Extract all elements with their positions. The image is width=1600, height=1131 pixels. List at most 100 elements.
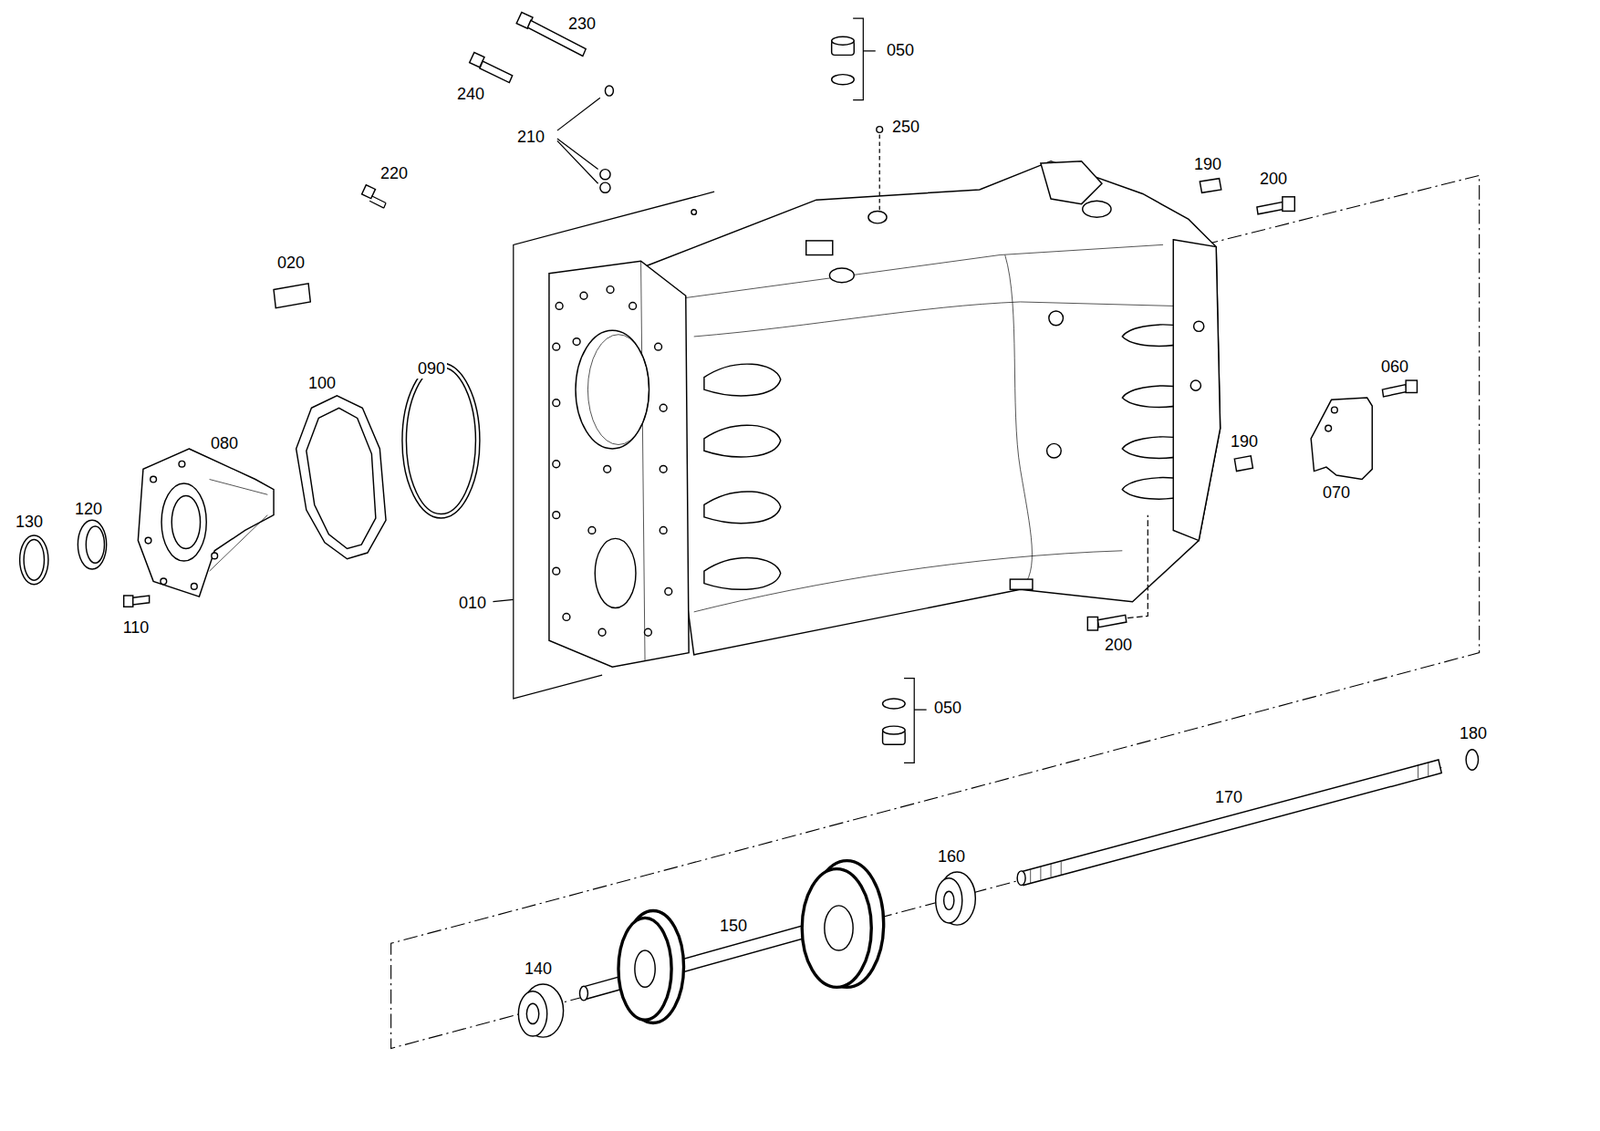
- gearbox-housing: [572, 338, 581, 346]
- shaft-seal: [85, 526, 104, 563]
- countershaft: [634, 950, 655, 988]
- washer-set: [557, 97, 601, 184]
- bolt: [1087, 515, 1148, 631]
- main-shaft: [1020, 759, 1443, 886]
- callout-number: 050: [932, 699, 964, 718]
- gearbox-housing: [552, 399, 561, 407]
- snap-ring: [23, 539, 44, 581]
- main-shaft: [1017, 759, 1442, 886]
- bolt: [369, 196, 386, 208]
- gearbox-housing: [629, 302, 637, 311]
- plug-with-seal: [831, 74, 855, 85]
- washer-set: [600, 182, 611, 193]
- gearbox-housing: [806, 240, 833, 256]
- o-ring: [402, 363, 480, 519]
- gearbox-housing: [1049, 311, 1064, 326]
- gearbox-housing: [588, 527, 596, 535]
- gearbox-housing: [644, 628, 652, 636]
- gearbox-housing: [868, 210, 887, 223]
- o-ring: [402, 363, 480, 519]
- plug-with-seal: [883, 678, 927, 764]
- callout-number: 220: [378, 165, 410, 184]
- gearbox-housing: [549, 260, 689, 667]
- gearbox-housing: [562, 613, 571, 622]
- gearbox-housing: [654, 342, 663, 351]
- gearbox-housing: [1082, 200, 1112, 218]
- shaft-seal: [77, 519, 106, 570]
- countershaft: [618, 917, 672, 1020]
- shaft-seal: [77, 519, 106, 570]
- gearbox-housing: [704, 491, 781, 524]
- cover-plate: [273, 283, 311, 309]
- bearing: [518, 991, 547, 1037]
- bolt: [1097, 614, 1126, 627]
- snap-ring: [20, 535, 49, 585]
- gearbox-housing: [1040, 161, 1102, 205]
- gearbox-housing: [659, 527, 667, 535]
- plug-with-seal: [831, 36, 855, 45]
- callout-number: 200: [1257, 170, 1289, 189]
- dowel-pin: [1234, 456, 1253, 472]
- gearbox-housing: [659, 404, 667, 412]
- callout-number: 190: [1228, 433, 1260, 452]
- gearbox-housing: [552, 460, 561, 468]
- callout-number: 200: [1102, 636, 1134, 655]
- gearbox-housing: [594, 538, 636, 608]
- plug-with-seal: [883, 726, 906, 735]
- sensor-plate: [1331, 406, 1339, 414]
- pin: [876, 126, 884, 134]
- dowel-pin: [1199, 178, 1221, 194]
- callout-number: 210: [515, 128, 547, 147]
- gearbox-housing: [580, 291, 588, 300]
- sensor-plate: [1310, 397, 1372, 479]
- pin: [876, 126, 884, 211]
- bearing-cover: [171, 495, 200, 549]
- plug-with-seal: [852, 18, 876, 100]
- o-ring: [405, 367, 476, 515]
- washer-set: [600, 169, 611, 180]
- gearbox-housing: [555, 302, 563, 311]
- bearing-cover: [209, 479, 269, 572]
- gearbox-housing: [1190, 380, 1201, 391]
- bearing-cover: [137, 448, 274, 597]
- washer-set: [557, 85, 613, 193]
- bolt: [1127, 515, 1148, 619]
- callout-number: 060: [1379, 358, 1411, 377]
- bearing: [935, 878, 963, 924]
- callout-number: 120: [72, 500, 104, 520]
- bolt: [469, 51, 513, 83]
- callout-number: 240: [455, 85, 487, 104]
- callout-number: 170: [1213, 789, 1245, 808]
- bolt: [1381, 380, 1417, 397]
- gearbox-housing: [694, 550, 1123, 613]
- callout-number: 070: [1320, 484, 1352, 503]
- gasket: [296, 395, 386, 560]
- gearbox-housing: [691, 209, 697, 216]
- callout-number: 230: [566, 15, 598, 34]
- gearbox-housing: [704, 558, 781, 591]
- bearing-cover: [161, 483, 207, 562]
- gearbox-housing: [704, 363, 781, 396]
- bolt: [479, 61, 513, 83]
- gearbox-housing: [598, 628, 606, 636]
- gearbox-housing: [587, 334, 649, 446]
- gasket: [306, 407, 376, 549]
- callout-number: 090: [415, 360, 447, 379]
- gearbox-housing: [552, 286, 673, 637]
- countershaft: [801, 869, 872, 988]
- housing-bracket: [492, 599, 513, 602]
- bearing-cover: [137, 448, 274, 597]
- snap-ring: [1465, 749, 1478, 770]
- gearbox-housing: [829, 268, 854, 283]
- callout-number: 080: [208, 435, 240, 454]
- bolt: [1381, 384, 1407, 397]
- gearbox-housing: [1009, 579, 1033, 590]
- gearbox-housing: [549, 161, 1221, 668]
- callout-number: 160: [935, 848, 967, 867]
- gearbox-housing: [603, 465, 612, 473]
- bearing: [526, 1003, 539, 1024]
- snap-ring: [1465, 749, 1478, 770]
